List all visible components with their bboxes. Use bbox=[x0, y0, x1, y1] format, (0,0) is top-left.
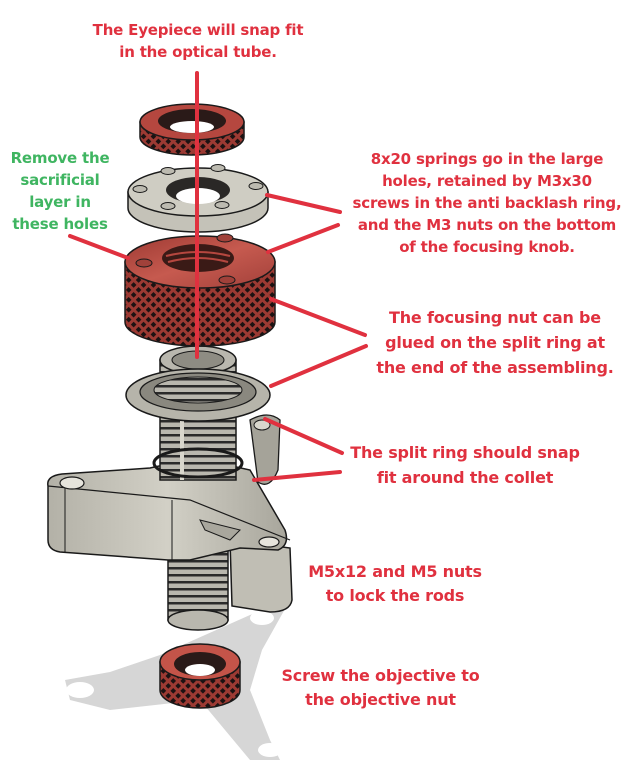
eyepiece-annotation: The Eyepiece will snap fit in the optica… bbox=[78, 19, 318, 63]
objective-annotation: Screw the objective to the objective nut bbox=[273, 664, 488, 712]
focusing-nut-pointer-line-lower bbox=[269, 344, 368, 388]
annotation-line: the objective nut bbox=[305, 690, 456, 709]
annotation-line: Remove the bbox=[10, 149, 110, 167]
eyepiece-nut bbox=[139, 103, 245, 156]
annotation-line: fit around the collet bbox=[376, 468, 554, 487]
annotation-line: The split ring should snap bbox=[350, 443, 580, 462]
annotation-line: holes, retained by M3x30 bbox=[382, 172, 592, 190]
annotation-line: of the focusing knob. bbox=[399, 238, 575, 256]
annotation-line: Screw the objective to bbox=[281, 666, 480, 685]
annotation-line: and the M3 nuts on the bottom bbox=[357, 216, 617, 234]
split-ring bbox=[125, 368, 271, 422]
annotation-line: these holes bbox=[12, 215, 108, 233]
annotation-line: The focusing nut can be bbox=[389, 308, 601, 327]
sacrificial-pointer-line bbox=[68, 234, 130, 260]
springs-pointer-line-upper bbox=[265, 193, 342, 214]
springs-pointer-line-lower bbox=[266, 223, 340, 254]
split-ring-pointer-line-upper bbox=[263, 417, 344, 455]
annotation-lines bbox=[68, 71, 368, 482]
annotation-line: sacrificial bbox=[20, 171, 100, 189]
annotation-line: the end of the assembling. bbox=[376, 358, 614, 377]
annotation-line: screws in the anti backlash ring, bbox=[352, 194, 622, 212]
annotation-line: glued on the split ring at bbox=[385, 333, 605, 352]
spider-base bbox=[47, 414, 291, 561]
focusing-nut-annotation: The focusing nut can be glued on the spl… bbox=[360, 305, 630, 380]
focusing-nut-pointer-line-upper bbox=[269, 297, 367, 337]
annotation-line: in the optical tube. bbox=[119, 43, 277, 61]
springs-annotation: 8x20 springs go in the large holes, reta… bbox=[342, 148, 632, 258]
annotation-line: layer in bbox=[29, 193, 91, 211]
focusing-knob bbox=[124, 233, 276, 347]
objective-nut bbox=[159, 643, 241, 709]
base-right-leg bbox=[229, 539, 293, 613]
split-ring-pointer-line-lower bbox=[252, 470, 342, 482]
rods-annotation: M5x12 and M5 nuts to lock the rods bbox=[305, 560, 485, 608]
sacrificial-layer-annotation: Remove the sacrificial layer in these ho… bbox=[0, 147, 120, 235]
split-ring-annotation: The split ring should snap fit around th… bbox=[345, 440, 585, 490]
annotation-line: to lock the rods bbox=[325, 586, 465, 605]
annotation-line: M5x12 and M5 nuts bbox=[308, 562, 482, 581]
annotation-line: The Eyepiece will snap fit bbox=[92, 21, 304, 39]
annotation-line: 8x20 springs go in the large bbox=[370, 150, 604, 168]
